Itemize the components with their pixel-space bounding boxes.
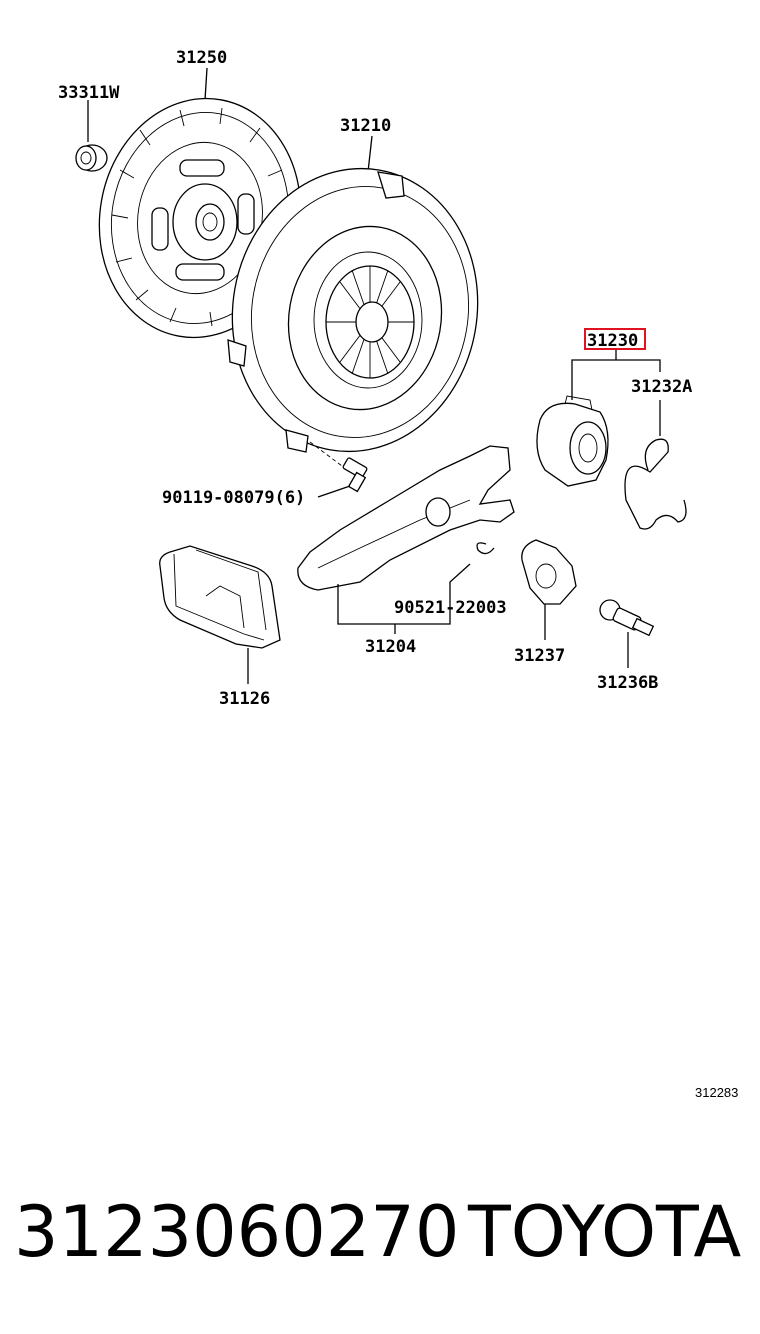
label-31237: 31237 xyxy=(514,646,565,666)
boot-drawing xyxy=(159,545,281,684)
highlight-box-31230 xyxy=(584,328,646,350)
label-31232a: 31232A xyxy=(631,377,692,397)
release-fork-drawing xyxy=(297,445,515,634)
support-bolt-drawing xyxy=(599,599,655,668)
label-33311w: 33311W xyxy=(58,83,120,103)
label-31204: 31204 xyxy=(365,637,416,657)
pilot-bearing-drawing xyxy=(75,100,108,172)
release-clip-drawing xyxy=(624,400,687,530)
diagram-code: 312283 xyxy=(695,1085,738,1100)
fork-support-drawing xyxy=(521,539,577,640)
label-31126: 31126 xyxy=(219,689,270,709)
release-bearing-drawing xyxy=(536,350,661,487)
label-31236b: 31236B xyxy=(597,673,658,693)
label-31250: 31250 xyxy=(176,48,227,68)
footer-brand: TOYOTA xyxy=(467,1191,741,1273)
footer-part-number: 3123060270 xyxy=(14,1191,459,1273)
label-31210: 31210 xyxy=(340,116,391,136)
bolt-drawing xyxy=(309,441,368,498)
label-31230[interactable]: 31230 xyxy=(587,331,638,351)
label-90119-08079: 90119-08079(6) xyxy=(162,488,305,508)
clutch-cover-drawing xyxy=(227,135,479,453)
label-90521-22003: 90521-22003 xyxy=(394,598,507,618)
